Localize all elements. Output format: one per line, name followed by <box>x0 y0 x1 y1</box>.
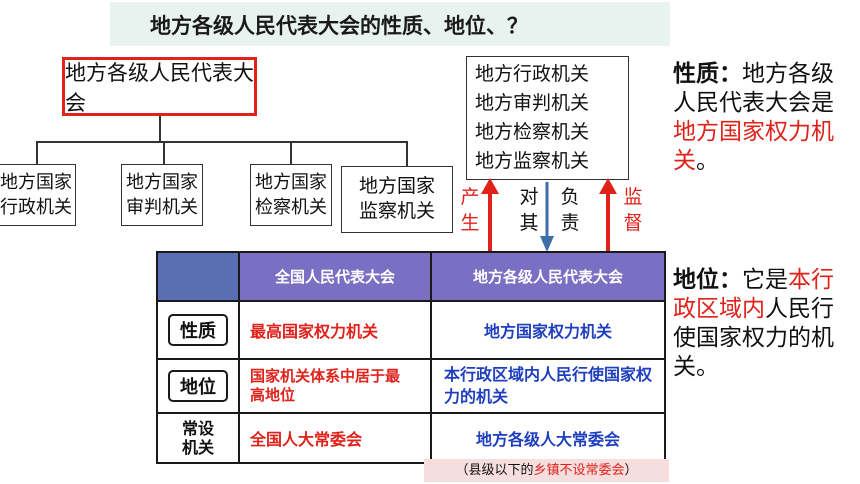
arrow-up-icon <box>599 178 617 252</box>
char: 生 <box>460 212 480 234</box>
tree-drop-1 <box>36 141 38 165</box>
main-box-local-congress: 地方各级人民代表大会 <box>62 57 257 116</box>
organs-list-item: 地方审判机关 <box>475 92 590 114</box>
nature-body: 地方各级人民代表大会是 <box>673 61 834 116</box>
position-body-2: 人民行使国家权力的机关。 <box>673 296 834 380</box>
arrow-down-icon <box>540 182 554 252</box>
row-label: 性质 <box>168 314 228 346</box>
table-cell-national: 国家机关体系中居于最高地位 <box>238 358 432 414</box>
table-cell-local: 地方国家权力机关 <box>430 300 666 360</box>
position-body: 它是 <box>742 267 788 293</box>
table-row-label-cell: 性质 <box>156 300 240 360</box>
label-produce: 产 生 <box>459 184 481 236</box>
organ-box-judicial: 地方国家 审判机关 <box>121 164 203 226</box>
organs-list-item: 地方检察机关 <box>475 121 590 143</box>
table-cell-national: 全国人大常委会 <box>238 412 432 464</box>
organ-box-line: 地方国家 <box>358 175 435 197</box>
organ-box-line: 检察机关 <box>255 197 327 218</box>
tree-drop-3 <box>290 141 292 165</box>
organ-box-line: 地方国家 <box>0 172 72 193</box>
table-cell-local: 本行政区域内人民行使国家权力的机关 <box>430 358 666 414</box>
footnote-highlight: 乡镇不设常委会 <box>533 463 625 478</box>
char: 其 <box>519 212 539 234</box>
tree-branch <box>36 141 408 143</box>
title-bar <box>110 2 670 46</box>
organ-box-procuratorial: 地方国家 检察机关 <box>250 164 332 226</box>
table-row: 性质 最高国家权力机关 地方国家权力机关 <box>156 300 666 360</box>
tree-drop-4 <box>406 141 408 167</box>
organ-box-line: 行政机关 <box>0 197 72 218</box>
footnote: （县级以下的乡镇不设常委会） <box>424 459 669 482</box>
tree-trunk <box>159 116 161 142</box>
table-cell-local: 地方各级人大常委会 <box>430 412 666 464</box>
char: 监 <box>623 186 643 208</box>
position-highlight: 本行政区域内 <box>673 267 834 322</box>
char: 对 <box>519 186 539 208</box>
page-title: 地方各级人民代表大会的性质、地位、？ <box>150 14 528 38</box>
table-row-label-cell: 地位 <box>156 358 240 414</box>
table-header-cell: 地方各级人民代表大会 <box>430 251 666 302</box>
char: 产 <box>460 186 480 208</box>
table-header-cell <box>156 251 240 302</box>
footnote-prefix: （县级以下的 <box>455 463 534 478</box>
organ-box-administrative: 地方国家 行政机关 <box>0 164 76 226</box>
position-colon: ： <box>719 267 742 293</box>
table-cell-national: 最高国家权力机关 <box>238 300 432 360</box>
char: 督 <box>623 212 643 234</box>
tree-drop-2 <box>163 141 165 165</box>
organ-box-line: 地方国家 <box>126 172 198 193</box>
organ-box-line: 监察机关 <box>358 200 435 222</box>
organs-list-item: 地方监察机关 <box>475 150 590 172</box>
position-text: 地位：它是本行政区域内人民行使国家权力的机关。 <box>673 266 853 382</box>
nature-label: 性质 <box>673 61 719 87</box>
organs-list-box: 地方行政机关 地方审判机关 地方检察机关 地方监察机关 <box>466 56 629 180</box>
organ-box-line: 地方国家 <box>255 172 327 193</box>
table-header-row: 全国人民代表大会 地方各级人民代表大会 <box>156 251 666 302</box>
char: 负 <box>560 186 580 208</box>
table-header-cell: 全国人民代表大会 <box>238 251 432 302</box>
row-label: 地位 <box>168 370 228 402</box>
organ-box-supervisory: 地方国家 监察机关 <box>341 166 453 233</box>
comparison-table: 全国人民代表大会 地方各级人民代表大会 性质 最高国家权力机关 地方国家权力机关… <box>156 251 666 464</box>
organ-box-line: 审判机关 <box>126 197 198 218</box>
footnote-suffix: ） <box>624 463 638 478</box>
nature-highlight: 地方国家权力机关 <box>673 119 834 174</box>
label-supervise: 监 督 <box>622 184 644 236</box>
position-label: 地位 <box>673 267 719 293</box>
table-row: 常设机关 全国人大常委会 地方各级人大常委会 <box>156 412 666 464</box>
relation-arrows <box>481 178 617 252</box>
label-responsible-a: 对 其 <box>518 184 540 236</box>
char: 责 <box>560 212 580 234</box>
row-label: 常设机关 <box>156 412 240 464</box>
label-responsible-b: 负 责 <box>559 184 581 236</box>
table-row: 地位 国家机关体系中居于最高地位 本行政区域内人民行使国家权力的机关 <box>156 358 666 414</box>
organs-list-item: 地方行政机关 <box>475 63 590 85</box>
nature-end: 。 <box>696 148 719 174</box>
nature-colon: ： <box>719 61 742 87</box>
nature-text: 性质：地方各级人民代表大会是地方国家权力机关。 <box>673 60 853 176</box>
arrow-up-icon <box>481 178 499 252</box>
